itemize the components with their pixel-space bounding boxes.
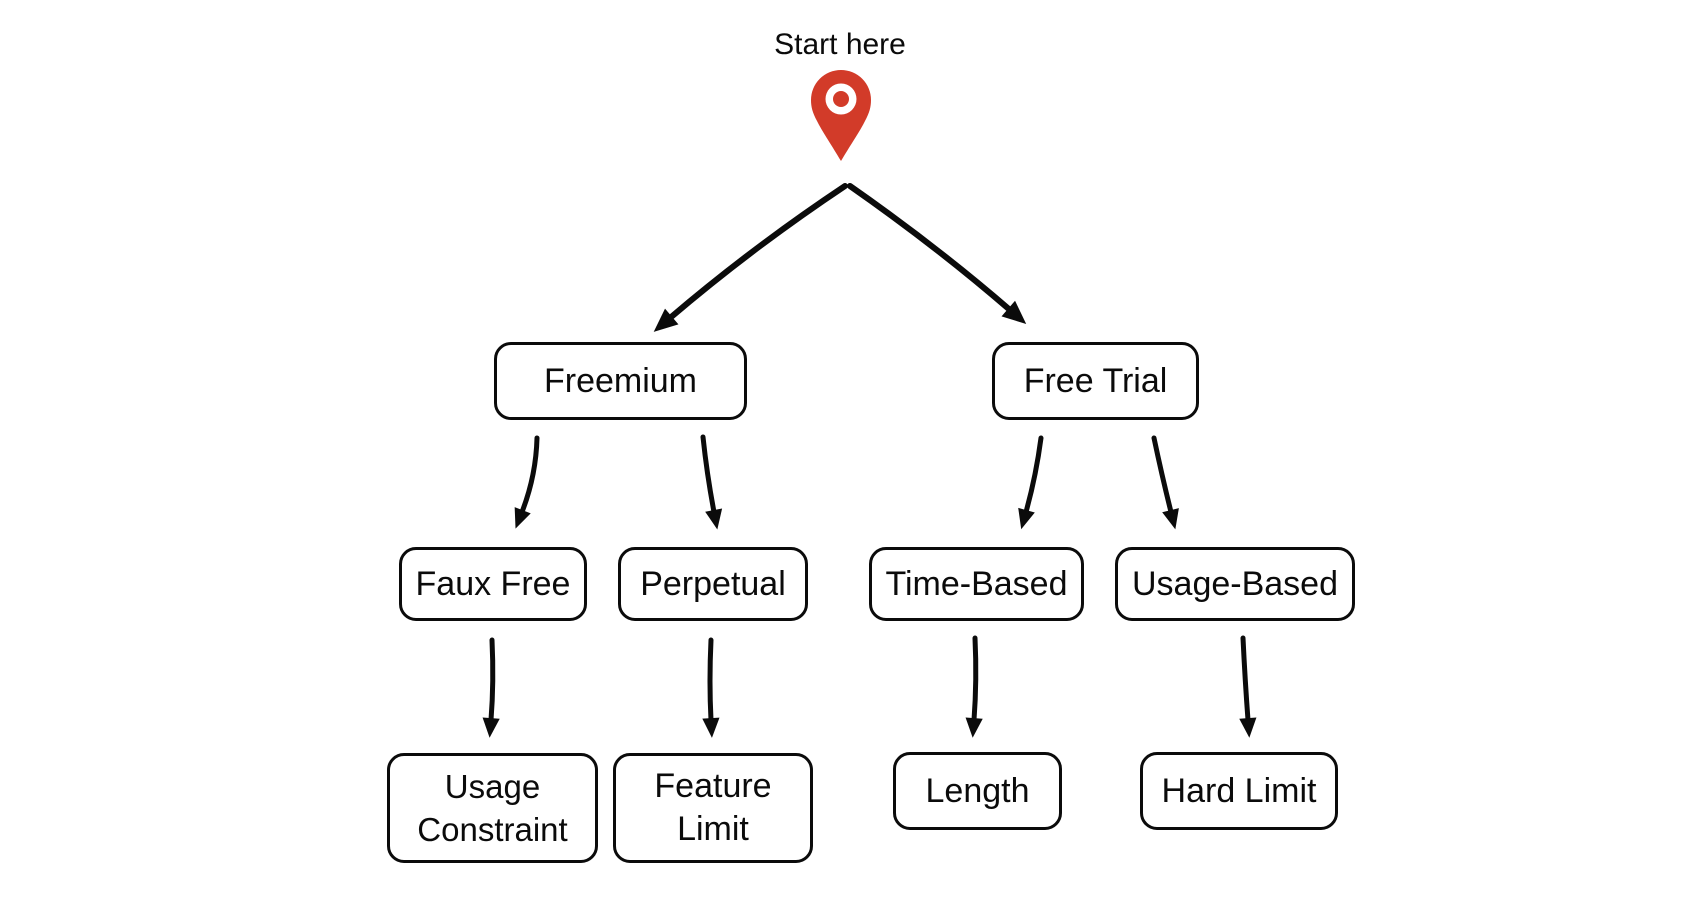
location-pin-icon xyxy=(811,70,871,161)
node-usage-constraint: Usage Constraint xyxy=(387,753,598,863)
arrow-faux-free-to-usage-constraint xyxy=(482,637,500,738)
arrow-free-trial-to-usage-based xyxy=(1151,435,1179,530)
node-perpetual: Perpetual xyxy=(618,547,808,621)
node-usage-based: Usage-Based xyxy=(1115,547,1355,621)
arrow-start-to-freemium xyxy=(653,183,848,332)
pin-dot xyxy=(833,91,849,107)
arrow-perpetual-to-feature-limit xyxy=(702,637,720,738)
node-faux-free: Faux Free xyxy=(399,547,587,621)
node-feature-limit: Feature Limit xyxy=(613,753,813,863)
node-freemium: Freemium xyxy=(494,342,747,420)
arrow-usage-based-to-hard-limit xyxy=(1239,635,1257,738)
arrow-free-trial-to-time-based xyxy=(1018,435,1044,530)
pin-body xyxy=(811,70,871,161)
node-hard-limit: Hard Limit xyxy=(1140,752,1338,830)
node-length: Length xyxy=(893,752,1062,830)
start-label: Start here xyxy=(774,28,906,61)
node-time-based: Time-Based xyxy=(869,547,1084,621)
node-free-trial: Free Trial xyxy=(992,342,1199,420)
arrow-start-to-free-trial xyxy=(847,183,1027,325)
arrow-time-based-to-length xyxy=(965,635,983,738)
arrow-freemium-to-perpetual xyxy=(700,434,723,530)
arrow-freemium-to-faux-free xyxy=(514,435,540,529)
